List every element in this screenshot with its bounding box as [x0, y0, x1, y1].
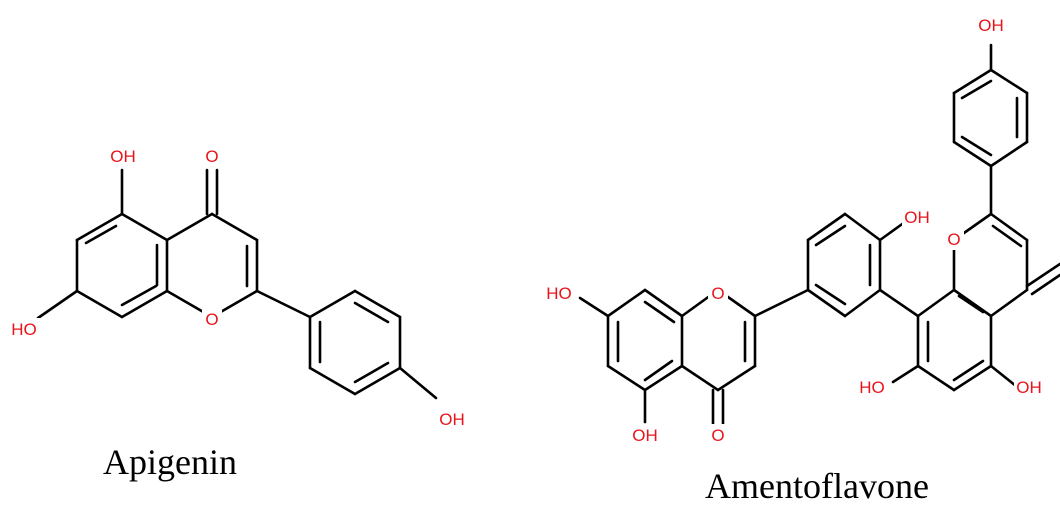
bond — [308, 289, 357, 319]
bond-inner — [991, 224, 1023, 248]
bond — [952, 364, 993, 392]
atom-label: OH — [439, 410, 465, 429]
bond — [952, 68, 993, 95]
atom-label: OH — [1016, 378, 1042, 397]
bond — [308, 366, 357, 396]
bond-inner — [643, 359, 674, 382]
atom-label: O — [711, 284, 724, 303]
bond — [75, 212, 124, 242]
bond-inner — [960, 79, 993, 100]
bond — [989, 288, 1029, 318]
bond — [843, 288, 882, 318]
bond-inner — [643, 300, 676, 324]
bond — [398, 366, 438, 400]
bond — [952, 140, 993, 168]
bond-inner — [814, 283, 847, 306]
atom-label: O — [711, 426, 724, 445]
bond-inner — [952, 359, 985, 382]
bond — [716, 364, 757, 392]
bond — [989, 212, 1029, 242]
bond-inner — [84, 224, 118, 245]
bond — [165, 212, 214, 242]
bond — [353, 366, 402, 396]
molecule-apigenin: OH O HO O OH Apigenin — [8, 145, 468, 482]
bond — [120, 289, 169, 319]
bond-inner — [120, 284, 158, 307]
bond — [753, 288, 810, 318]
bond — [891, 364, 920, 384]
bond — [75, 289, 124, 319]
bond — [989, 68, 1029, 95]
atom-label: OH — [904, 208, 930, 227]
bond — [806, 288, 847, 318]
bond — [843, 212, 882, 242]
bond — [120, 212, 169, 242]
bond — [989, 140, 1029, 168]
molecule-amentoflavone: OH OH O HO O OH O HO OH Amentoflavone — [543, 14, 1060, 506]
bond — [1025, 262, 1060, 288]
bond-inner — [353, 301, 390, 324]
bond — [578, 296, 610, 318]
bond — [878, 220, 907, 242]
bond — [952, 288, 993, 318]
bond — [606, 288, 647, 318]
bond-inner — [814, 224, 847, 247]
atom-label: OH — [632, 426, 658, 445]
bond — [806, 212, 847, 242]
bond — [916, 288, 956, 318]
bond — [878, 288, 920, 318]
bond — [643, 364, 684, 392]
bond — [680, 364, 720, 392]
bond — [643, 288, 684, 318]
atom-label: HO — [546, 284, 572, 303]
atom-label: OH — [978, 16, 1004, 35]
atom-label: O — [947, 230, 960, 249]
atom-label: O — [205, 310, 218, 329]
bond — [989, 364, 1018, 388]
atom-label: HO — [11, 320, 37, 339]
bond-inner — [957, 294, 985, 314]
molecule-name: Amentoflavone — [705, 466, 929, 506]
bond-inner — [960, 135, 993, 157]
atom-label: O — [205, 147, 218, 166]
bond — [36, 289, 79, 320]
bond — [606, 364, 647, 392]
bond — [1030, 273, 1060, 296]
atom-label: OH — [110, 147, 136, 166]
atom-label: HO — [859, 378, 885, 397]
bond — [353, 289, 402, 319]
bond — [255, 289, 312, 319]
bond — [210, 212, 259, 242]
bond-inner — [353, 361, 390, 384]
molecule-name: Apigenin — [103, 442, 237, 482]
bond — [916, 364, 956, 392]
